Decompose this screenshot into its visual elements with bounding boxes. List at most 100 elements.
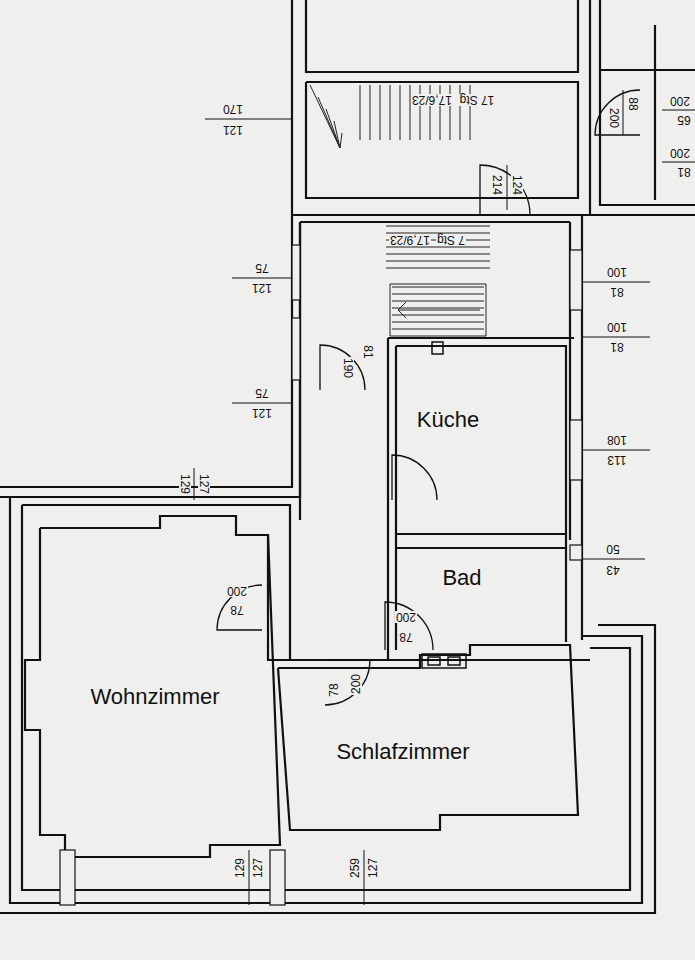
door-swing — [385, 602, 433, 650]
dimension-label: 108 — [606, 434, 628, 446]
stair-tread — [392, 294, 484, 295]
dimension-label: 121 — [251, 407, 273, 419]
dimension-label: 7 Stg — [436, 234, 466, 246]
stair-tread — [386, 268, 490, 269]
dimension-line — [582, 559, 645, 560]
room-name: Bad — [442, 566, 481, 590]
wall-line — [306, 82, 578, 198]
wall-line — [396, 346, 566, 642]
dimension-label: 127 — [252, 857, 264, 879]
door-swing — [595, 90, 640, 135]
stair-tread — [370, 85, 371, 140]
wall-line — [600, 69, 695, 71]
chimney-symbol — [428, 657, 440, 665]
dimension-label: 100 — [606, 321, 628, 333]
stair-tread — [386, 247, 490, 248]
wall-line — [306, 0, 578, 72]
dimension-label: 75 — [254, 262, 269, 274]
wall-line — [590, 0, 695, 215]
dimension-label: 200 — [608, 107, 620, 129]
dimension-label: 124 — [511, 174, 523, 196]
dimension-label: 81 — [676, 166, 691, 178]
stair-tread — [400, 85, 401, 140]
dimension-label: 190 — [342, 357, 354, 379]
window-mark — [270, 850, 285, 905]
dimension-label: 200 — [669, 147, 691, 159]
dimension-line — [662, 110, 695, 111]
stair-tread — [392, 322, 484, 323]
wall-line — [22, 505, 630, 890]
dimension-label: 113 — [606, 454, 627, 466]
walls — [0, 0, 695, 913]
room-name: Küche — [417, 408, 479, 432]
dimension-line — [232, 403, 292, 404]
wall-line — [300, 221, 570, 223]
room-area: Schlafzimmer — [278, 645, 578, 835]
window-mark — [570, 545, 582, 560]
dimension-label: 200 — [350, 673, 362, 695]
stair-tread — [326, 109, 340, 148]
dimension-line — [582, 450, 650, 451]
dimension-line — [194, 468, 195, 500]
wall-line — [0, 222, 300, 497]
door-swing — [480, 165, 530, 215]
room-name: Schlafzimmer — [336, 740, 469, 764]
dimension-label: 75 — [254, 387, 269, 399]
wall-line — [292, 214, 590, 216]
doors — [217, 90, 640, 705]
stairs — [310, 85, 490, 336]
wall-line — [268, 535, 590, 660]
dimension-label: 200 — [226, 585, 248, 597]
stair-tread — [392, 301, 484, 302]
door-swing — [217, 585, 262, 630]
chimneys — [422, 342, 466, 668]
stair-tread — [386, 261, 490, 262]
dimension-label: 170 — [222, 103, 244, 115]
dimension-label: 121 — [222, 124, 244, 136]
stair-tread — [398, 310, 480, 311]
dimension-label: 17,9/23 — [389, 234, 431, 246]
dimension-label: 81 — [362, 344, 374, 359]
dimension-label: 129 — [234, 857, 246, 879]
dimension-label: 78 — [328, 682, 340, 697]
dimension-label: 43 — [605, 564, 620, 576]
stair-tread — [392, 287, 484, 288]
dimension-label: 200 — [395, 611, 417, 623]
dimension-line — [249, 850, 250, 905]
wall-line — [0, 625, 655, 913]
window-mark — [292, 318, 300, 380]
wall-line — [654, 25, 656, 200]
stair-tread — [334, 121, 340, 148]
dimension-line — [507, 165, 508, 210]
dimension-label: 214 — [491, 174, 503, 196]
window-mark — [292, 245, 300, 300]
dimension-label: 127 — [367, 857, 379, 879]
wall-line — [291, 0, 293, 215]
stair-tread — [392, 329, 484, 330]
stair-tread — [386, 254, 490, 255]
wall-line — [396, 533, 566, 535]
dimension-label: 50 — [605, 543, 620, 555]
dimension-label: 17 Stg — [459, 94, 496, 106]
stair-tread — [310, 85, 340, 148]
dimension-label: 81 — [609, 286, 624, 298]
door-swing — [325, 660, 370, 705]
stair-tread — [380, 85, 381, 140]
wall-line — [25, 516, 280, 857]
wall-line — [388, 337, 574, 339]
stair-tread — [360, 85, 361, 140]
dimension-line — [364, 850, 365, 905]
dimension-line — [623, 90, 624, 135]
dimension-label: 78 — [398, 631, 413, 643]
windows — [60, 245, 582, 905]
room-area: Wohnzimmer — [25, 515, 280, 855]
wall-line — [0, 215, 292, 487]
door-swing — [392, 455, 437, 500]
dimension-label: 81 — [609, 341, 624, 353]
wall-line — [10, 497, 642, 903]
stair-tread — [340, 133, 342, 148]
dimension-label: 100 — [606, 266, 628, 278]
dimension-line — [662, 162, 695, 163]
chimney-symbol — [422, 654, 466, 668]
dimension-label: 121 — [251, 282, 273, 294]
